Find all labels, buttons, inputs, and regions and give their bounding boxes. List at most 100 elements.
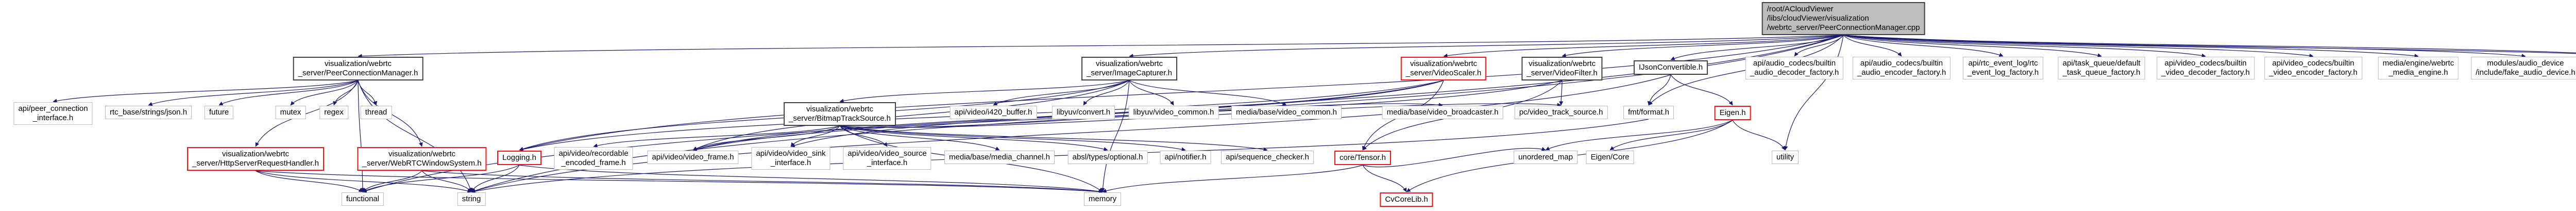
node-notifier[interactable]: api/notifier.h [1160, 151, 1211, 164]
edge-bitmaptrack-to-video_sink [790, 125, 840, 147]
edge-core_tensor-to-memory [1102, 165, 1363, 193]
node-peer_conn_iface[interactable]: api/peer_connection _interface.h [13, 102, 93, 125]
node-i420[interactable]: api/video/i420_buffer.h [950, 106, 1037, 119]
edge-bitmaptrack-to-seq_checker [839, 125, 1268, 152]
node-logging[interactable]: Logging.h [497, 151, 541, 165]
node-video_enc[interactable]: api/video_codecs/builtin _video_encoder_… [2264, 57, 2362, 79]
edge-http_handler-to-functional [255, 170, 363, 192]
node-future[interactable]: future [204, 106, 234, 119]
edge-bitmaptrack-to-absl_optional [839, 125, 1108, 151]
node-cvcorelib[interactable]: CvCoreLib.h [1380, 192, 1433, 207]
edge-pcm_h-to-future [218, 80, 359, 106]
node-seq_checker[interactable]: api/sequence_checker.h [1221, 151, 1314, 164]
node-audio_enc[interactable]: api/audio_codecs/builtin _audio_encoder_… [1852, 57, 1951, 79]
edge-videofilter-to-pc_video_track [1559, 80, 1564, 106]
node-imagecapturer[interactable]: visualization/webrtc _server/ImageCaptur… [1081, 57, 1177, 80]
edge-bitmaptrack-to-video_frame [692, 125, 840, 151]
node-yuv_common[interactable]: libyuv/video_common.h [1128, 106, 1219, 119]
edge-root-to-audio_enc [1843, 35, 1902, 57]
node-functional[interactable]: functional [341, 192, 384, 206]
node-memory[interactable]: memory [1083, 192, 1122, 206]
edge-eigen_h-to-utility [1732, 120, 1786, 151]
node-mb_video_common[interactable]: media/base/video_common.h [1231, 106, 1342, 119]
edge-http_handler-to-memory [255, 170, 1103, 194]
edge-ijson-to-fmt [1647, 74, 1671, 106]
edge-root-to-fstream [1843, 35, 2576, 54]
node-video_broadcaster[interactable]: media/base/video_broadcaster.h [1382, 106, 1503, 119]
edge-http_handler-to-string [255, 170, 472, 193]
node-video_sink[interactable]: api/video/video_sink _interface.h [751, 147, 831, 170]
edge-root-to-media_engine [1843, 35, 2419, 58]
node-video_dec[interactable]: api/video_codecs/builtin _video_decoder_… [2157, 57, 2255, 79]
edge-pcm_h-to-rtc_json [148, 80, 359, 106]
edge-root-to-task_queue [1843, 35, 2102, 58]
edge-bitmaptrack-to-notifier [839, 125, 1186, 152]
node-string[interactable]: string [457, 192, 486, 206]
edge-root-to-audio_dec [1794, 35, 1844, 57]
node-pc_video_track[interactable]: pc/video_track_source.h [1514, 106, 1608, 119]
edge-ijson-to-string [471, 74, 1671, 193]
node-rtc_event[interactable]: api/rtc_event_log/rtc _event_log_factory… [1962, 57, 2044, 79]
edge-pcm_h-to-mutex [290, 80, 359, 106]
edge-webrtc_ws-to-string [421, 170, 472, 192]
node-unordered_map[interactable]: unordered_map [1514, 151, 1578, 164]
edge-eigen_h-to-unordered_map [1545, 120, 1733, 151]
node-regex[interactable]: regex [319, 106, 348, 119]
node-bitmaptrack[interactable]: visualization/webrtc _server/BitmapTrack… [784, 102, 896, 126]
edge-root-to-logging [519, 35, 1844, 151]
edge-imagecapturer-to-bitmaptrack [839, 80, 1130, 103]
edge-root-to-video_dec [1843, 35, 2206, 58]
node-fake_audio[interactable]: modules/audio_device /include/fake_audio… [2471, 57, 2576, 79]
edge-pcm_h-to-functional [358, 80, 365, 192]
node-video_frame[interactable]: api/video/video_frame.h [647, 151, 739, 164]
node-rtc_json[interactable]: rtc_base/strings/json.h [105, 106, 192, 119]
edge-root-to-utility [1784, 35, 1844, 151]
node-eigen_core[interactable]: Eigen/Core [1586, 151, 1634, 164]
edge-imagecapturer-to-memory [1100, 80, 1130, 192]
edge-root-to-p2p [1843, 35, 2576, 54]
node-ijson[interactable]: IJsonConvertible.h [1633, 60, 1708, 75]
node-audio_dec[interactable]: api/audio_codecs/builtin _audio_decoder_… [1745, 57, 1844, 79]
node-http_handler[interactable]: visualization/webrtc _server/HttpServerR… [187, 147, 324, 171]
node-videofilter[interactable]: visualization/webrtc _server/VideoFilter… [1521, 57, 1603, 80]
edge-root-to-pcm_h [358, 35, 1844, 58]
edge-root-to-imagecapturer [1129, 35, 1844, 58]
node-media_engine[interactable]: media/engine/webrtc _media_engine.h [2378, 57, 2459, 79]
edge-root-to-fake_audio [1843, 35, 2526, 58]
node-mutex[interactable]: mutex [275, 106, 306, 119]
node-pcm_h[interactable]: visualization/webrtc _server/PeerConnect… [293, 57, 423, 80]
edge-webrtc_ws-to-memory [421, 170, 1103, 194]
edge-bitmaptrack-to-media_channel [839, 125, 1000, 151]
edge-pcm_h-to-peer_conn_iface [53, 80, 359, 103]
edge-webrtc_ws-to-functional [362, 170, 422, 192]
node-yuv_convert[interactable]: libyuv/convert.h [1052, 106, 1115, 119]
node-video_source[interactable]: api/video/video_source _interface.h [843, 147, 931, 170]
edge-pcm_h-to-regex [333, 80, 359, 106]
edge-imagecapturer-to-mb_video_common [1129, 80, 1287, 106]
node-utility[interactable]: utility [1771, 151, 1799, 164]
edge-imagecapturer-to-yuv_convert [1083, 80, 1130, 106]
edge-core_tensor-to-cvcorelib [1362, 165, 1407, 192]
edge-imagecapturer-to-yuv_common [1129, 80, 1174, 106]
edge-bitmaptrack-to-video_source [839, 125, 888, 147]
edge-imagecapturer-to-i420 [993, 80, 1130, 106]
node-task_queue[interactable]: api/task_queue/default _task_queue_facto… [2058, 57, 2145, 79]
node-fmt[interactable]: fmt/format.h [1623, 106, 1674, 119]
node-webrtc_ws[interactable]: visualization/webrtc _server/WebRTCWindo… [357, 147, 487, 171]
edge-root-to-videoscaler [1443, 35, 1844, 58]
node-absl_optional[interactable]: absl/types/optional.h [1067, 151, 1148, 164]
node-eigen_h[interactable]: Eigen.h [1714, 106, 1751, 120]
node-core_tensor[interactable]: core/Tensor.h [1334, 151, 1392, 165]
node-root: /root/ACloudViewer /libs/cloudViewer/vis… [1761, 2, 1925, 35]
node-recordable[interactable]: api/video/recordable _encoded_frame.h [554, 147, 633, 170]
edge-eigen_h-to-eigen_core [1609, 120, 1733, 151]
node-thread[interactable]: thread [360, 106, 392, 119]
node-videoscaler[interactable]: visualization/webrtc _server/VideoScaler… [1400, 57, 1487, 80]
edge-pcm_h-to-string [358, 80, 472, 192]
edge-root-to-video_enc [1843, 35, 2314, 58]
edge-root-to-ijson [1670, 35, 1844, 60]
edge-pcm_h-to-thread [358, 80, 378, 106]
node-media_channel[interactable]: media/base/media_channel.h [944, 151, 1055, 164]
edge-root-to-rtc_event [1843, 35, 2004, 57]
